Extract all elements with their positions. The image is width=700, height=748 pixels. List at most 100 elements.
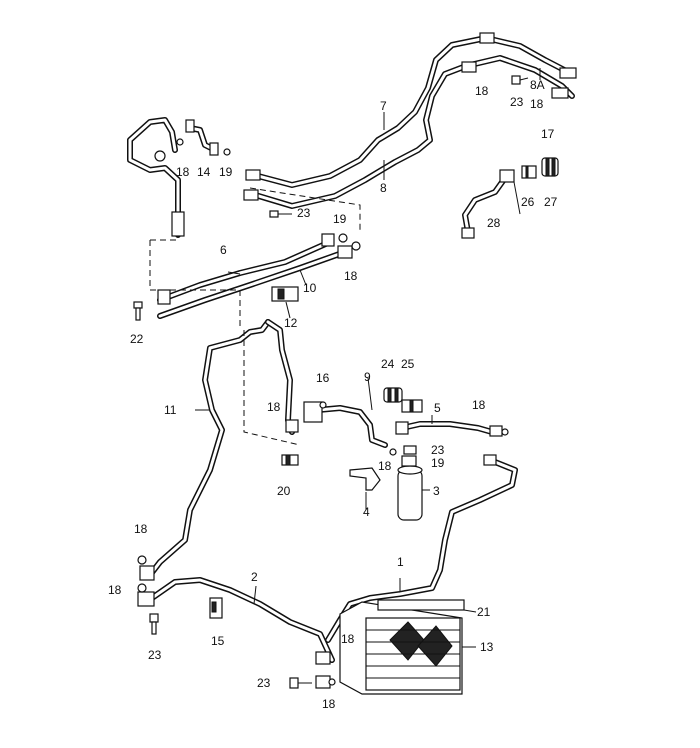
fitting bbox=[483, 454, 497, 466]
fitting-25 bbox=[383, 387, 403, 403]
callout-10: 10 bbox=[303, 281, 317, 295]
hose-sleeve bbox=[171, 211, 185, 237]
fitting bbox=[209, 142, 219, 156]
callout-4: 4 bbox=[363, 505, 370, 519]
callout-23: 23 bbox=[257, 676, 271, 690]
fitting bbox=[499, 169, 515, 183]
fitting bbox=[245, 169, 261, 181]
callout-18: 18 bbox=[322, 697, 336, 711]
fitting bbox=[559, 67, 577, 79]
callout-18: 18 bbox=[378, 459, 392, 473]
fitting bbox=[243, 189, 259, 201]
fitting bbox=[551, 87, 569, 99]
seal-ring bbox=[319, 401, 327, 409]
seal-ring bbox=[137, 583, 147, 593]
callout-18: 18 bbox=[530, 97, 544, 111]
line-8 bbox=[249, 55, 575, 209]
callout-17: 17 bbox=[541, 127, 555, 141]
seal-ring bbox=[501, 428, 509, 436]
callout-12: 12 bbox=[284, 316, 298, 330]
callout-18: 18 bbox=[134, 522, 148, 536]
fitting bbox=[185, 119, 195, 133]
fitting bbox=[395, 421, 409, 435]
callout-19: 18 bbox=[176, 165, 190, 179]
fitting-28 bbox=[541, 157, 559, 177]
connector-lines bbox=[149, 187, 361, 330]
callout-5: 5 bbox=[434, 401, 441, 415]
line-2 bbox=[149, 577, 335, 663]
fitting bbox=[285, 419, 299, 433]
bolt-23-left bbox=[133, 301, 143, 321]
line-9 bbox=[315, 405, 388, 448]
callout-1: 1 bbox=[397, 555, 404, 569]
receiver-drier-3 bbox=[397, 465, 423, 521]
valve-block bbox=[303, 401, 323, 423]
callout-18: 18 bbox=[475, 84, 489, 98]
callout-16: 16 bbox=[316, 371, 330, 385]
callout-24: 23 bbox=[431, 443, 445, 457]
fitting bbox=[315, 651, 331, 665]
line-6 bbox=[157, 239, 333, 303]
seal-ring bbox=[351, 241, 361, 251]
callout-26: 25 bbox=[401, 357, 415, 371]
fitting bbox=[461, 227, 475, 239]
callout-25: 24 bbox=[381, 357, 395, 371]
callout-11: 11 bbox=[164, 403, 177, 417]
callout-29: 28 bbox=[487, 216, 501, 230]
seal-strip-22 bbox=[377, 599, 465, 611]
callout-15: 15 bbox=[211, 634, 225, 648]
fitting bbox=[321, 233, 335, 247]
callout-23: 23 bbox=[148, 648, 162, 662]
fitting bbox=[139, 565, 155, 581]
valve-20 bbox=[401, 455, 417, 467]
fitting bbox=[337, 245, 353, 259]
fitting bbox=[479, 32, 495, 44]
line-10 bbox=[157, 249, 348, 319]
callout-19: 19 bbox=[333, 212, 347, 226]
line-5 bbox=[399, 421, 495, 435]
bolt-23-bottom-left bbox=[149, 613, 159, 635]
condenser-13 bbox=[339, 601, 463, 695]
bracket-4 bbox=[349, 467, 381, 491]
line-11 bbox=[147, 319, 295, 578]
fitting bbox=[157, 289, 171, 305]
callout-18: 18 bbox=[472, 398, 486, 412]
clamp-15 bbox=[209, 597, 223, 619]
fitting-24 bbox=[403, 445, 417, 455]
callout-27: 26 bbox=[521, 195, 535, 209]
seal-ring bbox=[389, 448, 397, 456]
connector-lines bbox=[243, 330, 301, 446]
callout-23: 23 bbox=[297, 206, 311, 220]
callout-13: 13 bbox=[480, 640, 494, 654]
line-1 bbox=[325, 457, 518, 643]
callout-18: 18 bbox=[267, 400, 281, 414]
bolt-23-bottom bbox=[289, 677, 312, 689]
seal-ring bbox=[328, 678, 336, 686]
callout-6: 6 bbox=[220, 243, 227, 257]
fitting bbox=[137, 591, 155, 607]
line-7 bbox=[255, 35, 575, 188]
callout-8: 8 bbox=[380, 181, 387, 195]
fitting-27 bbox=[521, 165, 537, 179]
hose-upper-left bbox=[127, 117, 181, 238]
bolt-23-top bbox=[511, 75, 529, 85]
callout-21: 20 bbox=[277, 484, 291, 498]
fitting bbox=[315, 675, 331, 689]
callout-18: 18 bbox=[344, 269, 358, 283]
callout-8a: 8A bbox=[530, 78, 545, 92]
seal-ring bbox=[137, 555, 147, 565]
fitting bbox=[154, 150, 166, 162]
seal-ring bbox=[223, 148, 231, 156]
seal-ring bbox=[176, 138, 184, 146]
callout-23: 23 bbox=[510, 95, 524, 109]
bolt-23-mid bbox=[269, 210, 292, 218]
leader-lines bbox=[195, 68, 541, 648]
callout-2: 2 bbox=[251, 570, 258, 584]
hose-29 bbox=[462, 175, 508, 235]
sensor-21 bbox=[281, 454, 299, 466]
callout-28: 27 bbox=[544, 195, 558, 209]
callout-3: 3 bbox=[433, 484, 440, 498]
seal-ring bbox=[338, 233, 348, 243]
fitting-26 bbox=[401, 399, 423, 413]
